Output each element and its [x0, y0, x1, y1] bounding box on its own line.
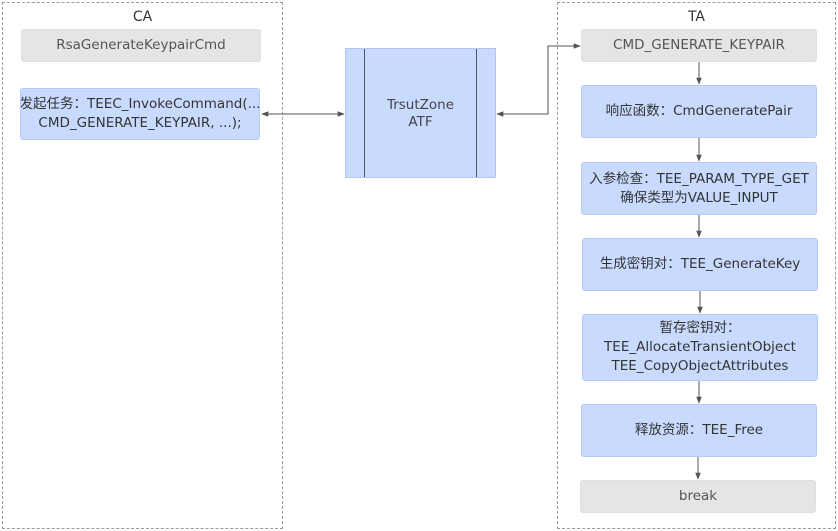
ta-break-label: break [678, 488, 718, 504]
edge-trustzone-ta [496, 43, 581, 117]
ca-invoke-line2: CMD_GENERATE_KEYPAIR, ...); [38, 115, 242, 131]
ca-command-node: RsaGenerateKeypairCmd [21, 29, 261, 62]
ta-break-node: break [580, 480, 816, 513]
ta-step-response-line1: 响应函数：CmdGeneratePair [605, 103, 793, 119]
ta-lane-title: TA [687, 9, 706, 25]
ta-lane: TA [557, 2, 836, 529]
ta-step-param-check: 入参检查：TEE_PARAM_TYPE_GET 确保类型为VALUE_INPUT [581, 162, 817, 215]
ta-step-store-keypair-line3: TEE_CopyObjectAttributes [611, 358, 789, 374]
trustzone-right-divider [476, 49, 477, 177]
ta-step-response: 响应函数：CmdGeneratePair [581, 85, 817, 138]
trustzone-line2: ATF [408, 114, 433, 130]
trustzone-left-divider [364, 49, 365, 177]
trustzone-line1: TrsutZone [386, 97, 455, 113]
ta-step-param-check-line1: 入参检查：TEE_PARAM_TYPE_GET [589, 170, 809, 187]
ca-lane-title: CA [132, 9, 153, 25]
ta-step-store-keypair: 暂存密钥对： TEE_AllocateTransientObject TEE_C… [582, 314, 818, 381]
ca-invoke-node: 发起任务：TEEC_InvokeCommand(... CMD_GENERATE… [20, 88, 260, 140]
ta-step-param-check-line2: 确保类型为VALUE_INPUT [620, 189, 778, 206]
ca-lane: CA [2, 2, 283, 529]
ta-step-store-keypair-line2: TEE_AllocateTransientObject [604, 339, 796, 355]
ca-command-label: RsaGenerateKeypairCmd [56, 37, 226, 53]
ta-command-node: CMD_GENERATE_KEYPAIR [581, 29, 817, 62]
trustzone-node: TrsutZone ATF [345, 48, 496, 178]
ta-step-free-resources: 释放资源：TEE_Free [581, 404, 817, 457]
ta-command-label: CMD_GENERATE_KEYPAIR [613, 37, 785, 53]
ta-step-free-resources-line1: 释放资源：TEE_Free [634, 422, 764, 438]
ca-invoke-line1: 发起任务：TEEC_InvokeCommand(... [20, 96, 260, 112]
ta-step-generate-key: 生成密钥对：TEE_GenerateKey [582, 238, 818, 291]
ta-step-store-keypair-line1: 暂存密钥对： [659, 320, 741, 336]
ta-step-generate-key-line1: 生成密钥对：TEE_GenerateKey [599, 256, 801, 272]
